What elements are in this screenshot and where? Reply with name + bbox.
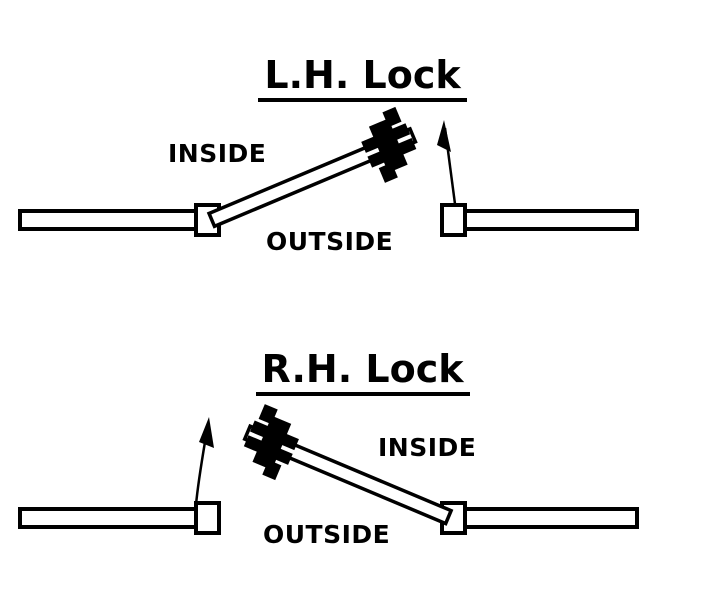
lh-lock-title-text: L.H. Lock [258,55,467,102]
lh-swing-arrow [437,120,457,205]
lh-outside-label: OUTSIDE [266,227,394,256]
lh-left-wall-segment [18,209,199,231]
lh-door-panel-group [206,106,418,229]
rh-right-wall-segment [462,507,639,529]
rh-lock-hardware [243,404,299,481]
lh-lock-tab-bottom [378,162,398,183]
rh-lock-title: R.H. Lock [0,347,725,396]
rh-outside-label: OUTSIDE [263,520,391,549]
lh-lock-body-vertical [368,118,408,173]
lh-right-wall-segment [462,209,639,231]
rh-lock-tab-bottom [262,459,282,481]
rh-lock-arm-upper [250,420,299,451]
rh-left-wall-segment [18,507,199,529]
rh-lock-body-vertical [252,415,292,470]
rh-door-panel [242,423,454,526]
lh-lock-hardware [361,106,417,183]
lh-lock-diagram: L.H. Lock [0,53,725,256]
rh-lock-diagram: R.H. Lock [0,298,725,598]
rh-door-panel-group [242,404,454,526]
rh-lock-drawing [18,404,639,535]
lh-lock-tab-top [382,106,402,128]
lh-inside-label: INSIDE [168,139,267,168]
rh-inside-label: INSIDE [378,433,477,462]
lh-lock-arm-lower [367,137,417,168]
rh-lock-title-text: R.H. Lock [255,349,470,396]
lh-strike-jamb-box [440,203,467,237]
lh-swing-arrowhead [437,120,451,152]
lh-lock-drawing [18,106,639,237]
rh-lock-arm-lower [243,435,293,465]
lh-door-panel [206,126,418,229]
lh-lock-arm-upper [361,123,411,153]
rh-lock-tab-top [258,404,278,425]
rh-swing-arrowhead [199,417,214,448]
rh-strike-jamb-box [194,501,221,535]
lh-lock-title: L.H. Lock [0,53,725,102]
rh-swing-arrow [194,417,214,506]
